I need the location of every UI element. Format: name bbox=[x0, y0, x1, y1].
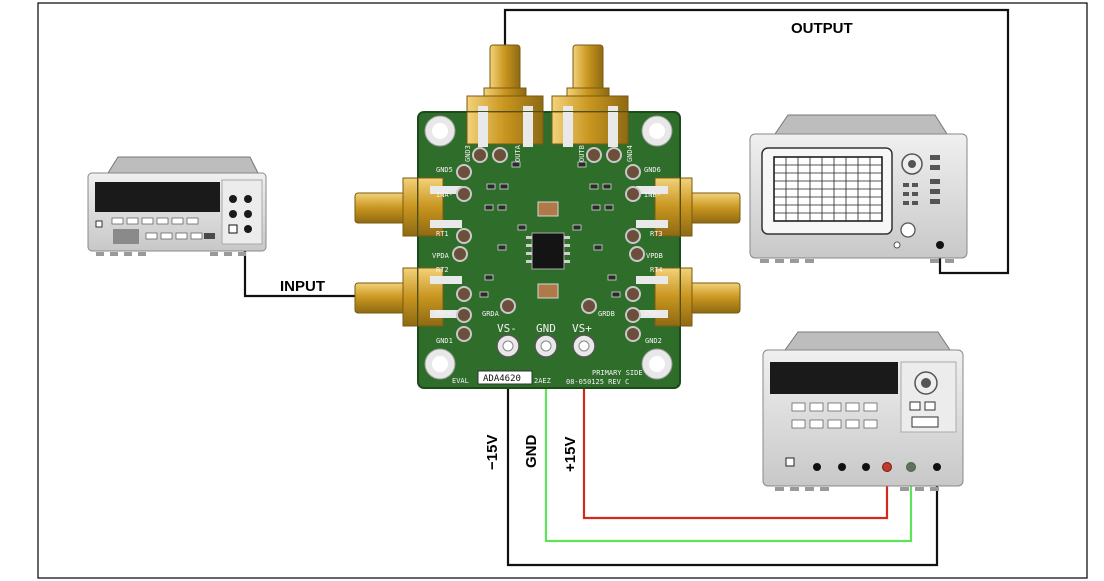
capacitor-bottom bbox=[537, 283, 559, 299]
pin-ina-plus: INA+ bbox=[434, 309, 451, 317]
pin-rt2: RT2 bbox=[436, 266, 449, 274]
pin-ina-minus: INA- bbox=[436, 191, 453, 199]
pin-inb-minus: INB- bbox=[644, 191, 661, 199]
multimeter-display bbox=[95, 182, 220, 212]
gnd-wire bbox=[544, 348, 913, 543]
footer-eval: EVAL bbox=[452, 377, 469, 385]
diagram-frame bbox=[37, 2, 1088, 579]
output-label: OUTPUT bbox=[791, 20, 853, 37]
pin-gnd1: GND1 bbox=[436, 337, 453, 345]
gnd-post-label: GND bbox=[536, 322, 556, 335]
gnd-label: GND bbox=[523, 435, 540, 469]
pin-rt3: RT3 bbox=[650, 230, 663, 238]
part-label-box bbox=[477, 370, 533, 385]
pin-gnd2: GND2 bbox=[645, 337, 662, 345]
part-label: ADA4620 bbox=[483, 374, 521, 384]
input-label: INPUT bbox=[280, 278, 325, 295]
multimeter bbox=[87, 156, 267, 256]
ic-chip bbox=[531, 232, 565, 270]
pin-gnd4: GND4 bbox=[626, 145, 634, 162]
pin-inb-plus: INB+ bbox=[644, 309, 661, 317]
wires bbox=[243, 8, 1010, 567]
minus15v-label: −15V bbox=[484, 435, 501, 470]
pin-gnd3: GND3 bbox=[464, 145, 472, 162]
plus15v-wire bbox=[582, 348, 889, 520]
pin-rt1: RT1 bbox=[436, 230, 449, 238]
output-wire bbox=[503, 8, 1010, 275]
evaluation-board: GND5 GND6 INA- INB- RT1 RT3 VPDA VPDB RT… bbox=[354, 44, 741, 389]
capacitor-top bbox=[537, 201, 559, 217]
pin-vpdb: VPDB bbox=[646, 252, 663, 260]
power-supply-terminals bbox=[813, 462, 941, 472]
board-rev-label: 08-050125 REV C bbox=[566, 378, 629, 386]
pin-gnd5: GND5 bbox=[436, 166, 453, 174]
multimeter-keys bbox=[111, 217, 203, 240]
power-supply bbox=[762, 331, 964, 491]
pin-grdb: GRDB bbox=[598, 310, 615, 318]
footer-mid: 2AEZ bbox=[534, 377, 551, 385]
plus15v-label: +15V bbox=[562, 437, 579, 472]
vs-minus-label: VS- bbox=[497, 322, 517, 335]
minus15v-wire bbox=[506, 348, 939, 567]
oscilloscope-input-terminal bbox=[936, 241, 944, 249]
pin-outb: OUTB bbox=[578, 145, 586, 162]
pin-gnd6: GND6 bbox=[644, 166, 661, 174]
power-supply-keys bbox=[791, 402, 878, 429]
pin-grda: GRDA bbox=[482, 310, 500, 318]
test-points bbox=[452, 147, 645, 342]
multimeter-terminals bbox=[229, 195, 252, 233]
power-supply-display bbox=[770, 362, 898, 394]
pin-rt4: RT4 bbox=[650, 266, 663, 274]
vs-plus-label: VS+ bbox=[572, 322, 592, 335]
pin-outa: OUTA bbox=[514, 144, 522, 162]
smd-components bbox=[479, 161, 621, 298]
oscilloscope-grid bbox=[774, 157, 882, 221]
power-posts bbox=[496, 334, 596, 358]
primary-side-label: PRIMARY SIDE bbox=[592, 369, 643, 377]
pin-vpda: VPDA bbox=[432, 252, 450, 260]
oscilloscope bbox=[749, 114, 968, 263]
mounting-holes bbox=[424, 115, 673, 380]
